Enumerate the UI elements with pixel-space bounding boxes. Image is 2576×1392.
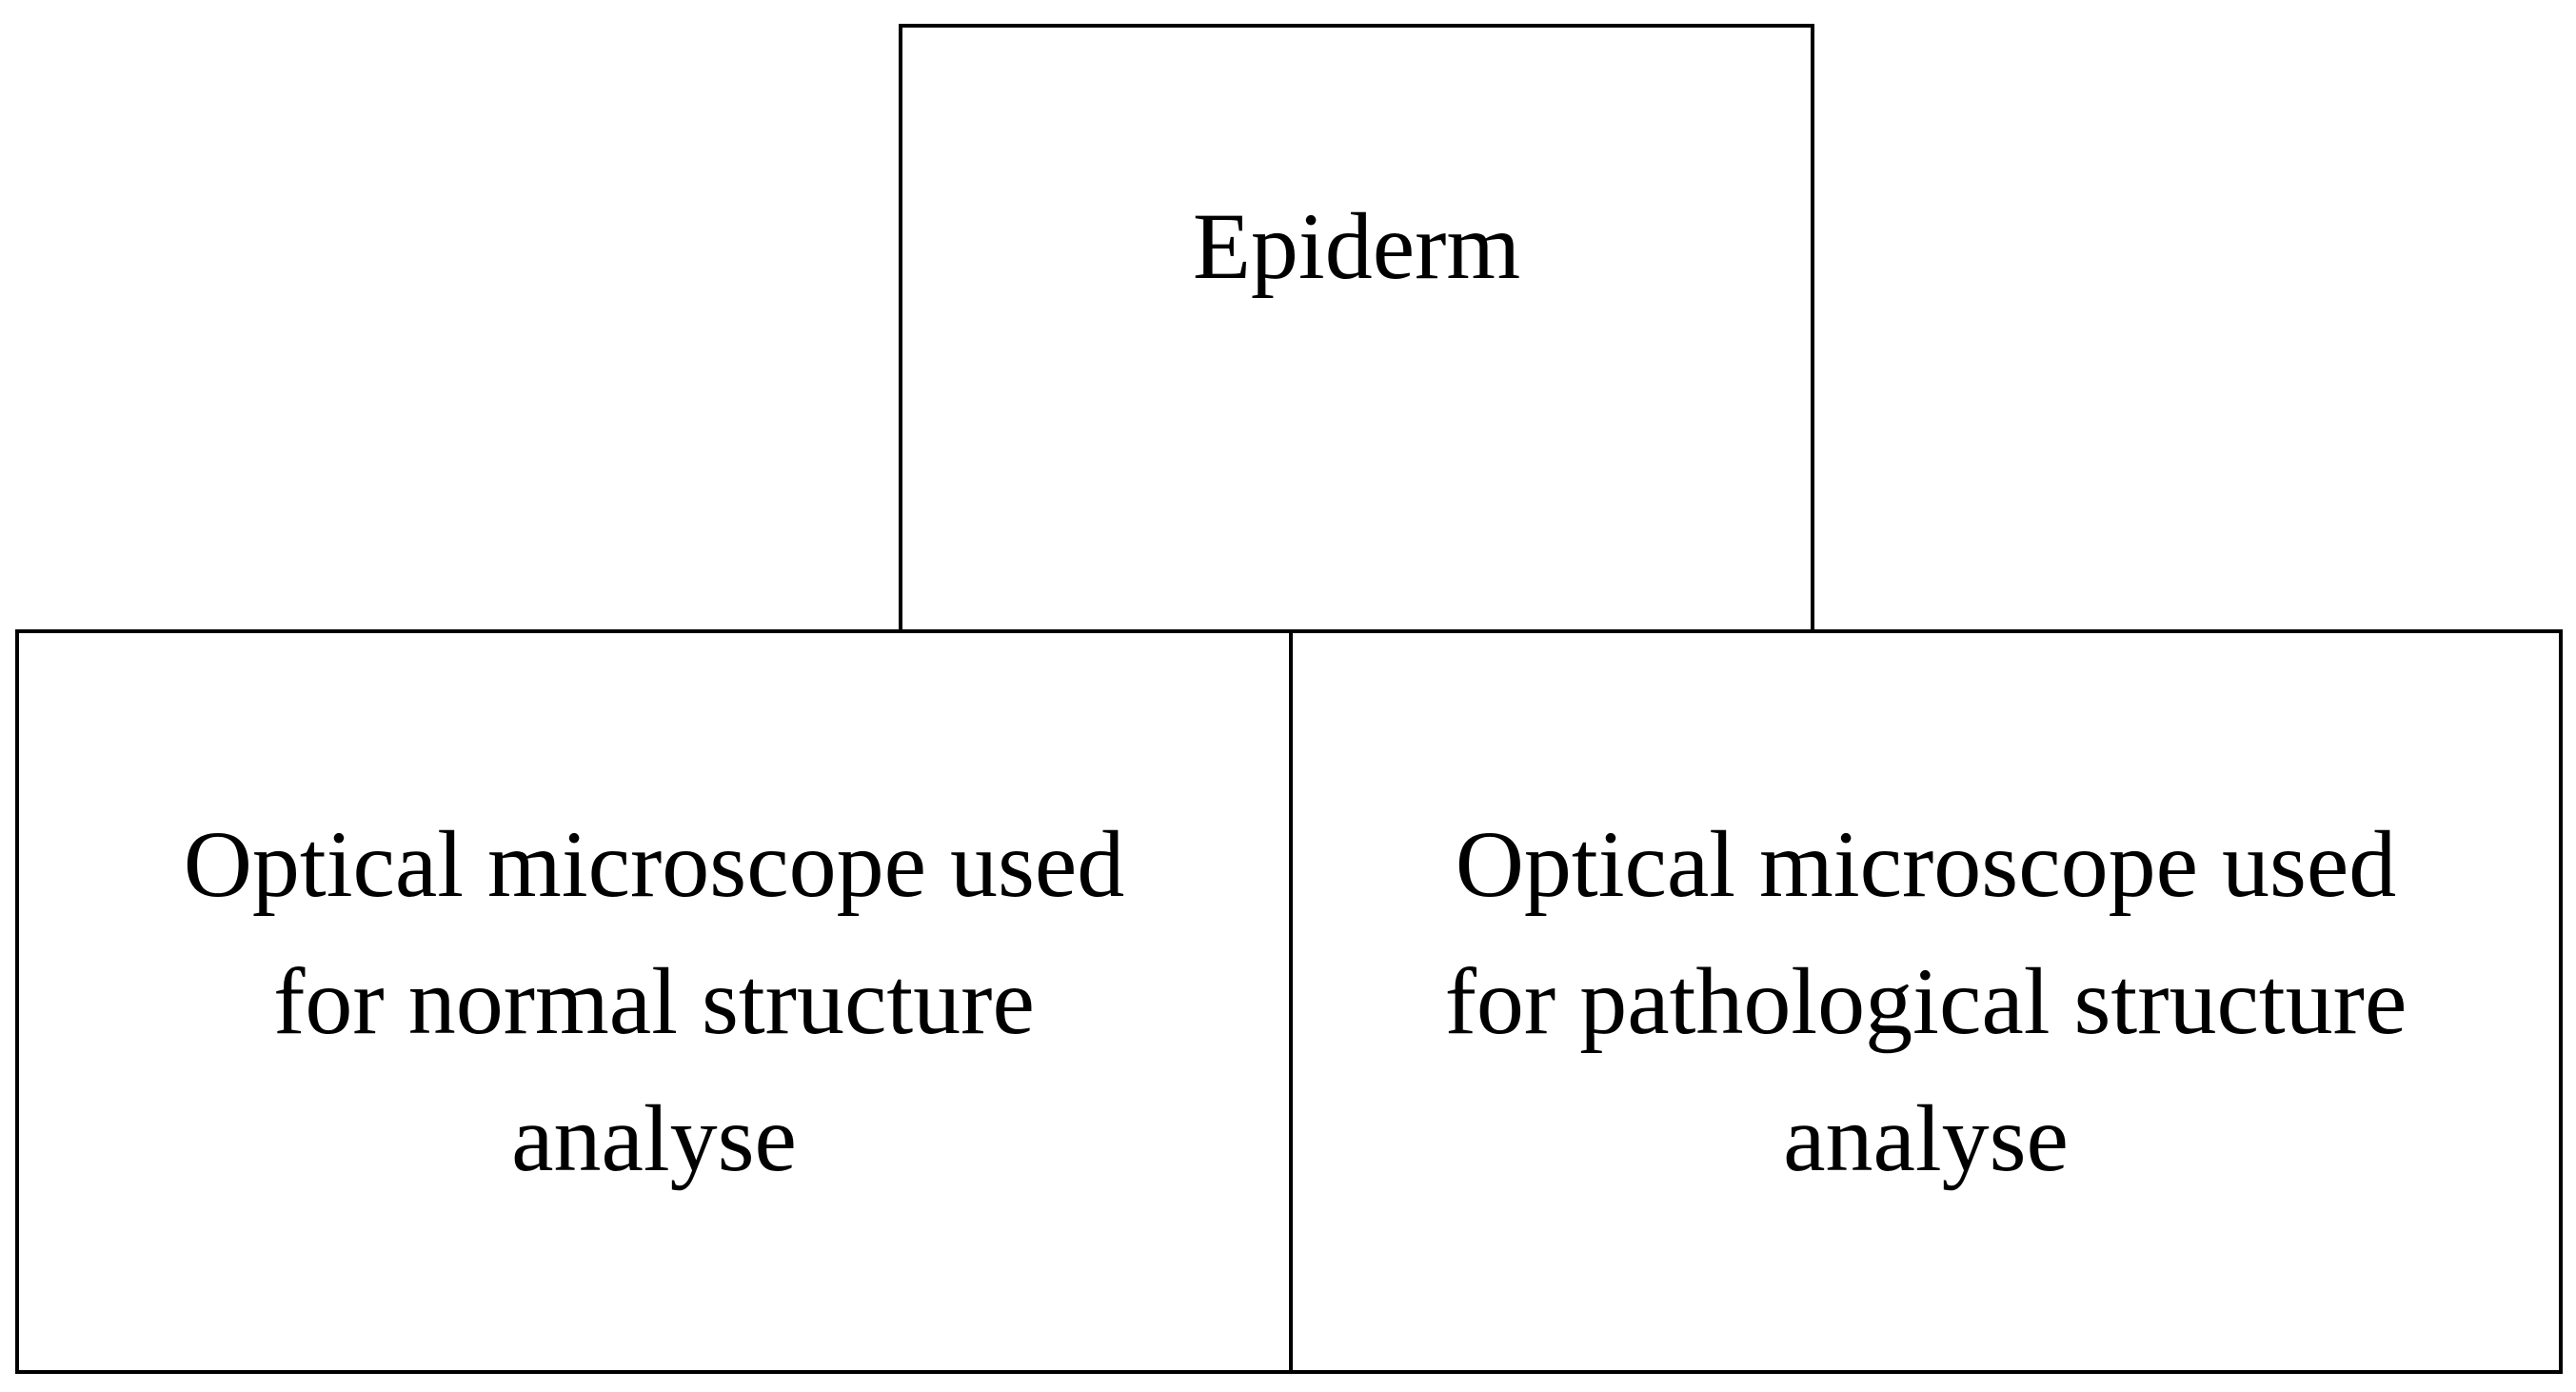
pathological-structure-box: Optical microscope used for pathological…: [1289, 629, 2563, 1374]
pathological-structure-label: Optical microscope used for pathological…: [1444, 811, 2408, 1191]
epiderm-label: Epiderm: [1192, 193, 1521, 299]
normal-structure-box: Optical microscope used for normal struc…: [15, 629, 1293, 1374]
epiderm-box: Epiderm: [899, 24, 1814, 633]
normal-structure-label: Optical microscope used for normal struc…: [183, 811, 1125, 1191]
